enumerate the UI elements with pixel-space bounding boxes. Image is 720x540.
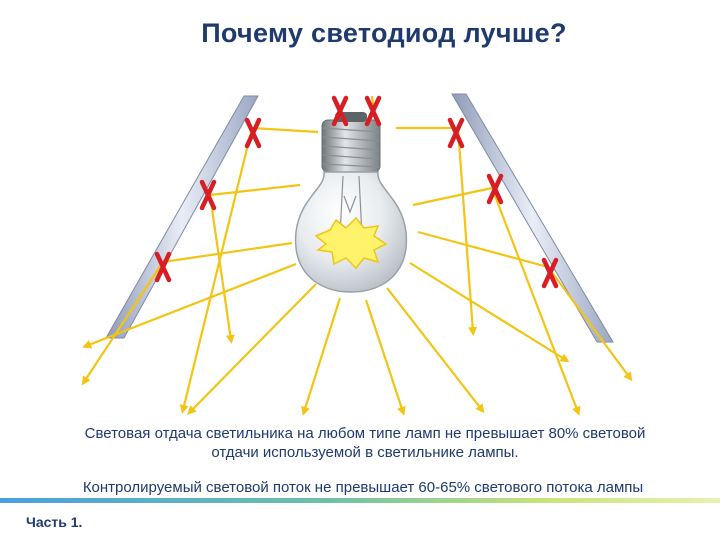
x-mark-icon	[154, 95, 559, 289]
part-label: Часть 1.	[26, 514, 83, 530]
caption-line-1: Световая отдача светильника на любом тип…	[84, 425, 646, 442]
filament-glow	[314, 216, 388, 270]
luminaire-efficiency-caption: Световая отдача светильника на любом тип…	[20, 424, 710, 462]
light-rays-diagram	[81, 93, 633, 416]
bulb-icon	[294, 112, 408, 293]
left-reflector	[105, 95, 259, 339]
page-title: Почему светодиод лучше?	[201, 18, 567, 48]
controlled-flux-caption: Контролируемый световой поток не превыша…	[82, 479, 644, 496]
right-reflector	[451, 93, 614, 343]
gradient-divider	[0, 498, 720, 503]
caption-line-2: отдачи используемой в светильнике лампы.	[211, 444, 519, 461]
light-rays	[81, 95, 633, 416]
